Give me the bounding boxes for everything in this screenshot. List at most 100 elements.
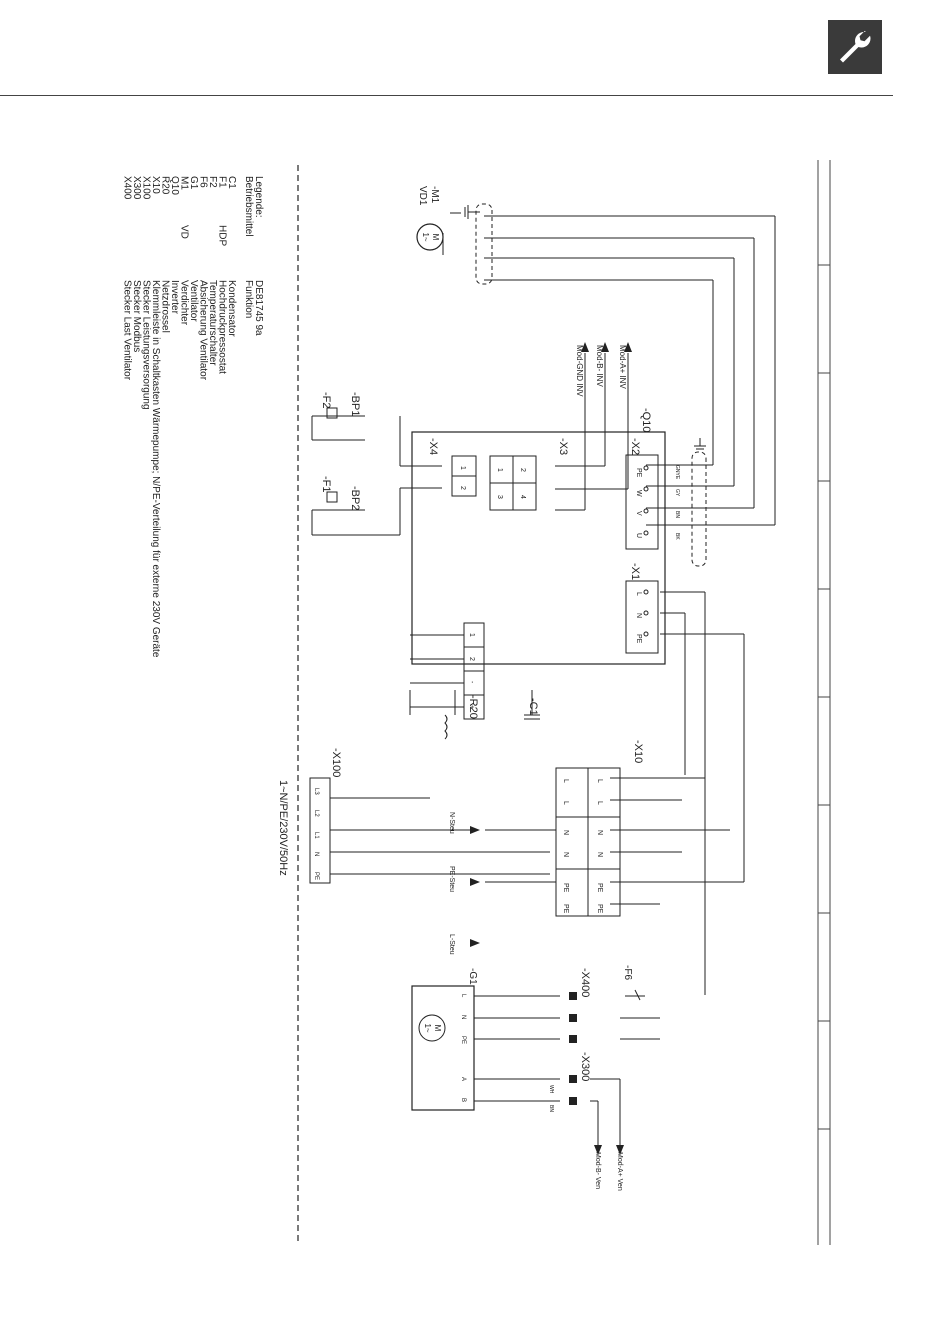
x2-w: W <box>635 490 642 497</box>
legend-entry-item: X400 <box>122 176 133 200</box>
x100-l2: L2 <box>313 810 319 817</box>
x10-left-pe1: PE <box>562 883 569 893</box>
signal-mod-a-inv: Mod-A+ INV <box>618 345 627 389</box>
cap-block-1: 1 <box>468 633 475 637</box>
m1-wires <box>484 215 776 525</box>
legend-entry-code: VD <box>179 225 190 239</box>
choke-r20: -R20 <box>409 690 479 740</box>
terminal-x4: 1 2 -X4 <box>427 438 477 497</box>
legend-entry-func: Stecker Modbus <box>131 280 142 352</box>
m1-motor-phase: 1~ <box>421 232 430 241</box>
r20-label: -R20 <box>467 695 479 719</box>
legend-entry-func: Temperaturschalter <box>207 280 218 366</box>
x10-left-n2: N <box>562 852 569 857</box>
legend-entry-func: Hochdruckpressostat <box>217 280 228 374</box>
terminal-x2: -X2 PE W V U GNYE GY BN BK <box>625 438 707 567</box>
q10-label: -Q10 <box>640 408 652 432</box>
x3-1: 1 <box>496 468 503 472</box>
signal-mod-a-ven: Mod-A+ Ven <box>616 1152 623 1191</box>
x10-right-l2: L <box>596 801 603 805</box>
x300-wire-bn: BN <box>548 1105 554 1112</box>
x10-left-l1: L <box>562 779 569 783</box>
pressure-switch-bp1: -BP1 -F2 <box>311 392 365 441</box>
signal-l-steu: L-Steu <box>448 934 455 955</box>
x3-label: -X3 <box>557 438 569 455</box>
fan-g1: -G1 M 1~ L N PE A B <box>411 968 478 1111</box>
legend-entry-item: F1 <box>217 176 228 188</box>
legend-col-func: Funktion <box>243 280 254 318</box>
legend-entry-func: Ventilator <box>188 280 199 322</box>
x10-label: -X10 <box>632 740 644 763</box>
terminal-x1: -X1 L N PE <box>625 563 659 654</box>
c1-label: -C1 <box>527 698 539 716</box>
g1-n: N <box>460 1015 466 1019</box>
x3-2: 2 <box>519 468 526 472</box>
x2-wire-bk: BK <box>674 533 680 540</box>
legend-entry-item: R20 <box>160 176 171 195</box>
legend-entry-item: X10 <box>150 176 161 194</box>
capacitor-c1: -C1 <box>524 690 540 720</box>
x4-label: -X4 <box>427 438 439 455</box>
signal-pe-steu: PE-Steu <box>448 866 455 892</box>
legend-entry-func: Stecker Last Ventilator <box>122 280 133 381</box>
terminal-x3: 1 2 3 4 -X3 <box>489 438 569 511</box>
legend-entry-func: Kondensator <box>226 280 237 337</box>
x4-1: 1 <box>459 466 466 470</box>
legend-title: Legende: <box>253 176 264 218</box>
x3-3: 3 <box>496 495 503 499</box>
x100-pe: PE <box>313 872 319 880</box>
x1-pe: PE <box>635 634 642 644</box>
g1-motor-label: M <box>433 1025 442 1032</box>
legend-entry-item: C1 <box>226 176 237 189</box>
terminal-strip-x10: -X10 L L N N PE PE L L N N PE PE <box>555 740 644 917</box>
legend: Legende: Betriebsmittel DE81745 9a Funkt… <box>122 176 265 658</box>
legend-entry-item: F6 <box>198 176 209 188</box>
f2-label: -F2 <box>320 392 332 409</box>
m1-label: -M1 <box>429 186 440 204</box>
x4-2: 2 <box>459 486 466 490</box>
supply-plug-x100: -X100 L3 L2 L1 N PE 1~N/PE/230V/50Hz <box>277 748 342 884</box>
plug-x400: -X400 <box>569 968 591 1043</box>
x100-l3: L3 <box>313 788 319 795</box>
x400-label: -X400 <box>579 968 591 997</box>
terminal-capacitor-block: 1 2 - + <box>463 622 485 720</box>
legend-entry-item: M1 <box>179 176 190 190</box>
legend-entry-item: Q10 <box>169 176 180 195</box>
x10-right-n2: N <box>596 852 603 857</box>
modbus-inverter-arrows <box>581 342 632 352</box>
legend-entry-item: G1 <box>188 176 199 190</box>
x2-wire-gnye: GNYE <box>674 465 680 480</box>
g1-motor-phase: 1~ <box>423 1023 432 1032</box>
x10-left-l2: L <box>562 801 569 805</box>
f1-label: -F1 <box>320 476 332 493</box>
legend-entry-func: Netzdrossel <box>160 280 171 333</box>
wrench-icon <box>828 20 882 74</box>
x3-4: 4 <box>519 495 526 499</box>
supply-label: 1~N/PE/230V/50Hz <box>277 780 289 876</box>
legend-entries: C1KondensatorF1HDPHochdruckpressostatF2T… <box>122 176 238 658</box>
x1-n: N <box>635 613 642 618</box>
legend-entry-item: X100 <box>141 176 152 200</box>
cap-block-plus: + <box>468 705 475 709</box>
legend-entry-func: Stecker Leistungsversorgung <box>141 280 152 410</box>
x2-wire-gy: GY <box>674 489 680 497</box>
fuse-f6: -F6 <box>622 965 645 1001</box>
g1-label: -G1 <box>467 968 478 985</box>
g1-pe: PE <box>460 1036 466 1044</box>
legend-col-item: Betriebsmittel <box>243 176 254 237</box>
column-ruler <box>817 160 831 1245</box>
x2-u: U <box>635 533 642 538</box>
g1-a: A <box>460 1077 466 1081</box>
vd1-label: VD1 <box>417 186 428 206</box>
pressure-switch-bp2: -BP2 -F1 <box>311 476 400 536</box>
bp2-label: -BP2 <box>349 486 361 510</box>
legend-entry-func: Absicherung Ventilator <box>198 280 209 381</box>
cap-block-2: 2 <box>468 657 475 661</box>
x2-label: -X2 <box>629 438 641 455</box>
bp1-label: -BP1 <box>349 392 361 416</box>
cap-block-minus: - <box>468 681 475 684</box>
signal-mod-gnd-inv: Mod-GND INV <box>575 345 584 397</box>
legend-entry-code: HDP <box>217 225 228 246</box>
x100-l1: L1 <box>313 832 319 839</box>
